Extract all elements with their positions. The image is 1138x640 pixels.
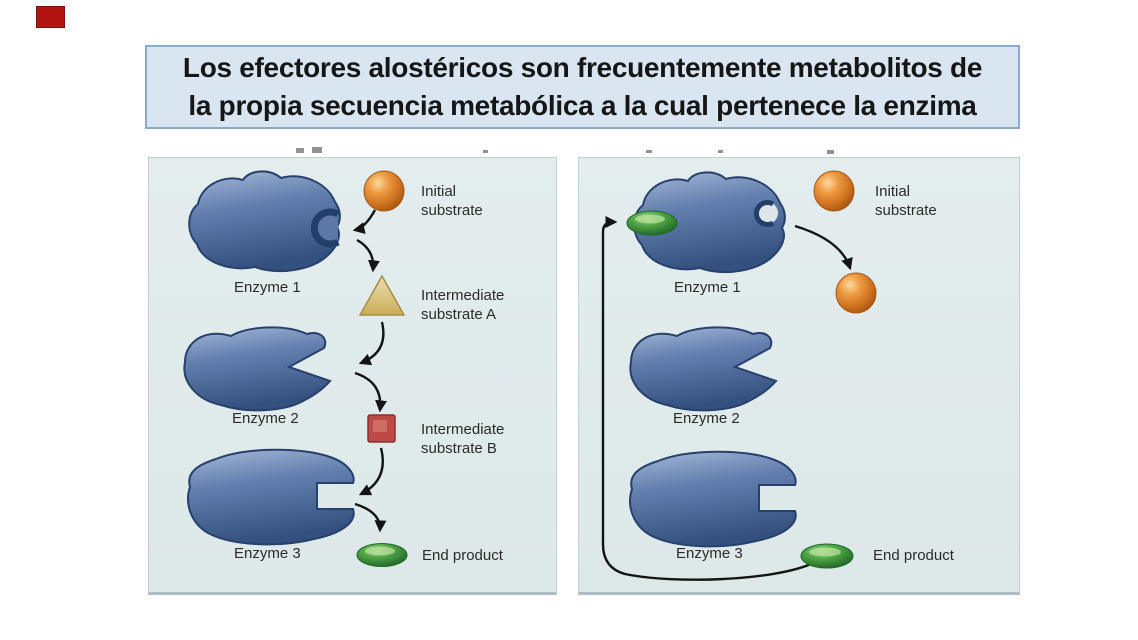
end-product-icon [800,543,854,569]
enzyme-2-label: Enzyme 2 [232,410,299,427]
substrate-rejected-arrow [794,224,853,271]
initial-substrate-icon [363,170,405,212]
cropped-text-remnant [646,150,652,153]
pathway-diagram-left [183,170,408,567]
enzyme-1-shape [188,170,341,273]
enzyme-1-shape [633,171,786,274]
reaction-arrow-enzyme1-to-intermediate-a [356,238,380,273]
reaction-arrow-substrate-to-enzyme1 [352,209,377,234]
enzyme-3-label: Enzyme 3 [676,545,743,562]
intermediate-substrate-b-icon [367,414,396,443]
pathway-panel-normal: Enzyme 1 Initial substrate Intermediate … [148,157,557,595]
initial-substrate-icon [813,170,855,212]
title-line-1: Los efectores alostéricos son frecuentem… [182,52,983,83]
intermediate-substrate-a-label: Intermediate substrate A [421,287,505,323]
enzyme-2-shape [629,326,778,412]
reaction-arrow-enzyme3-to-product [354,502,387,533]
cropped-text-remnant [296,148,304,153]
active-site-cavity [310,208,340,248]
initial-substrate-label: Initial substrate [875,183,937,219]
cropped-text-remnant [312,147,322,153]
reaction-arrow-intermediate-b-to-enzyme3 [358,447,384,496]
intermediate-substrate-a-icon [358,274,406,316]
allosteric-inhibitor-icon [626,210,678,236]
enzyme-1-label: Enzyme 1 [234,279,301,296]
distorted-active-site-icon [756,202,778,224]
intermediate-substrate-b-label: Intermediate substrate B [421,421,505,457]
enzyme-2-shape [183,326,332,412]
enzyme-3-shape [187,448,355,546]
enzyme-3-shape [629,450,797,548]
end-product-label: End product [873,547,954,564]
initial-substrate-label: Initial substrate [421,183,483,219]
end-product-icon [356,543,408,567]
enzyme-1-label: Enzyme 1 [674,279,741,296]
cropped-text-remnant [718,150,723,153]
end-product-label: End product [422,547,503,564]
pathway-diagram-right [601,170,877,581]
reaction-arrow-enzyme2-to-intermediate-b [354,371,387,413]
title-line-2: la propia secuencia metabólica a la cual… [188,90,977,121]
enzyme-3-label: Enzyme 3 [234,545,301,562]
pathway-panel-feedback-inhibition: Enzyme 1 Initial substrate Enzyme 2 Enzy… [578,157,1020,595]
title-box: Los efectores alostéricos son frecuentem… [145,45,1020,129]
enzyme-2-label: Enzyme 2 [673,410,740,427]
reaction-arrow-intermediate-a-to-enzyme2 [358,321,385,366]
cropped-text-remnant [827,150,834,154]
rejected-substrate-icon [835,272,877,314]
cropped-text-remnant [483,150,488,153]
feedback-inhibition-arrow [601,216,812,581]
red-corner-marker [36,6,65,28]
